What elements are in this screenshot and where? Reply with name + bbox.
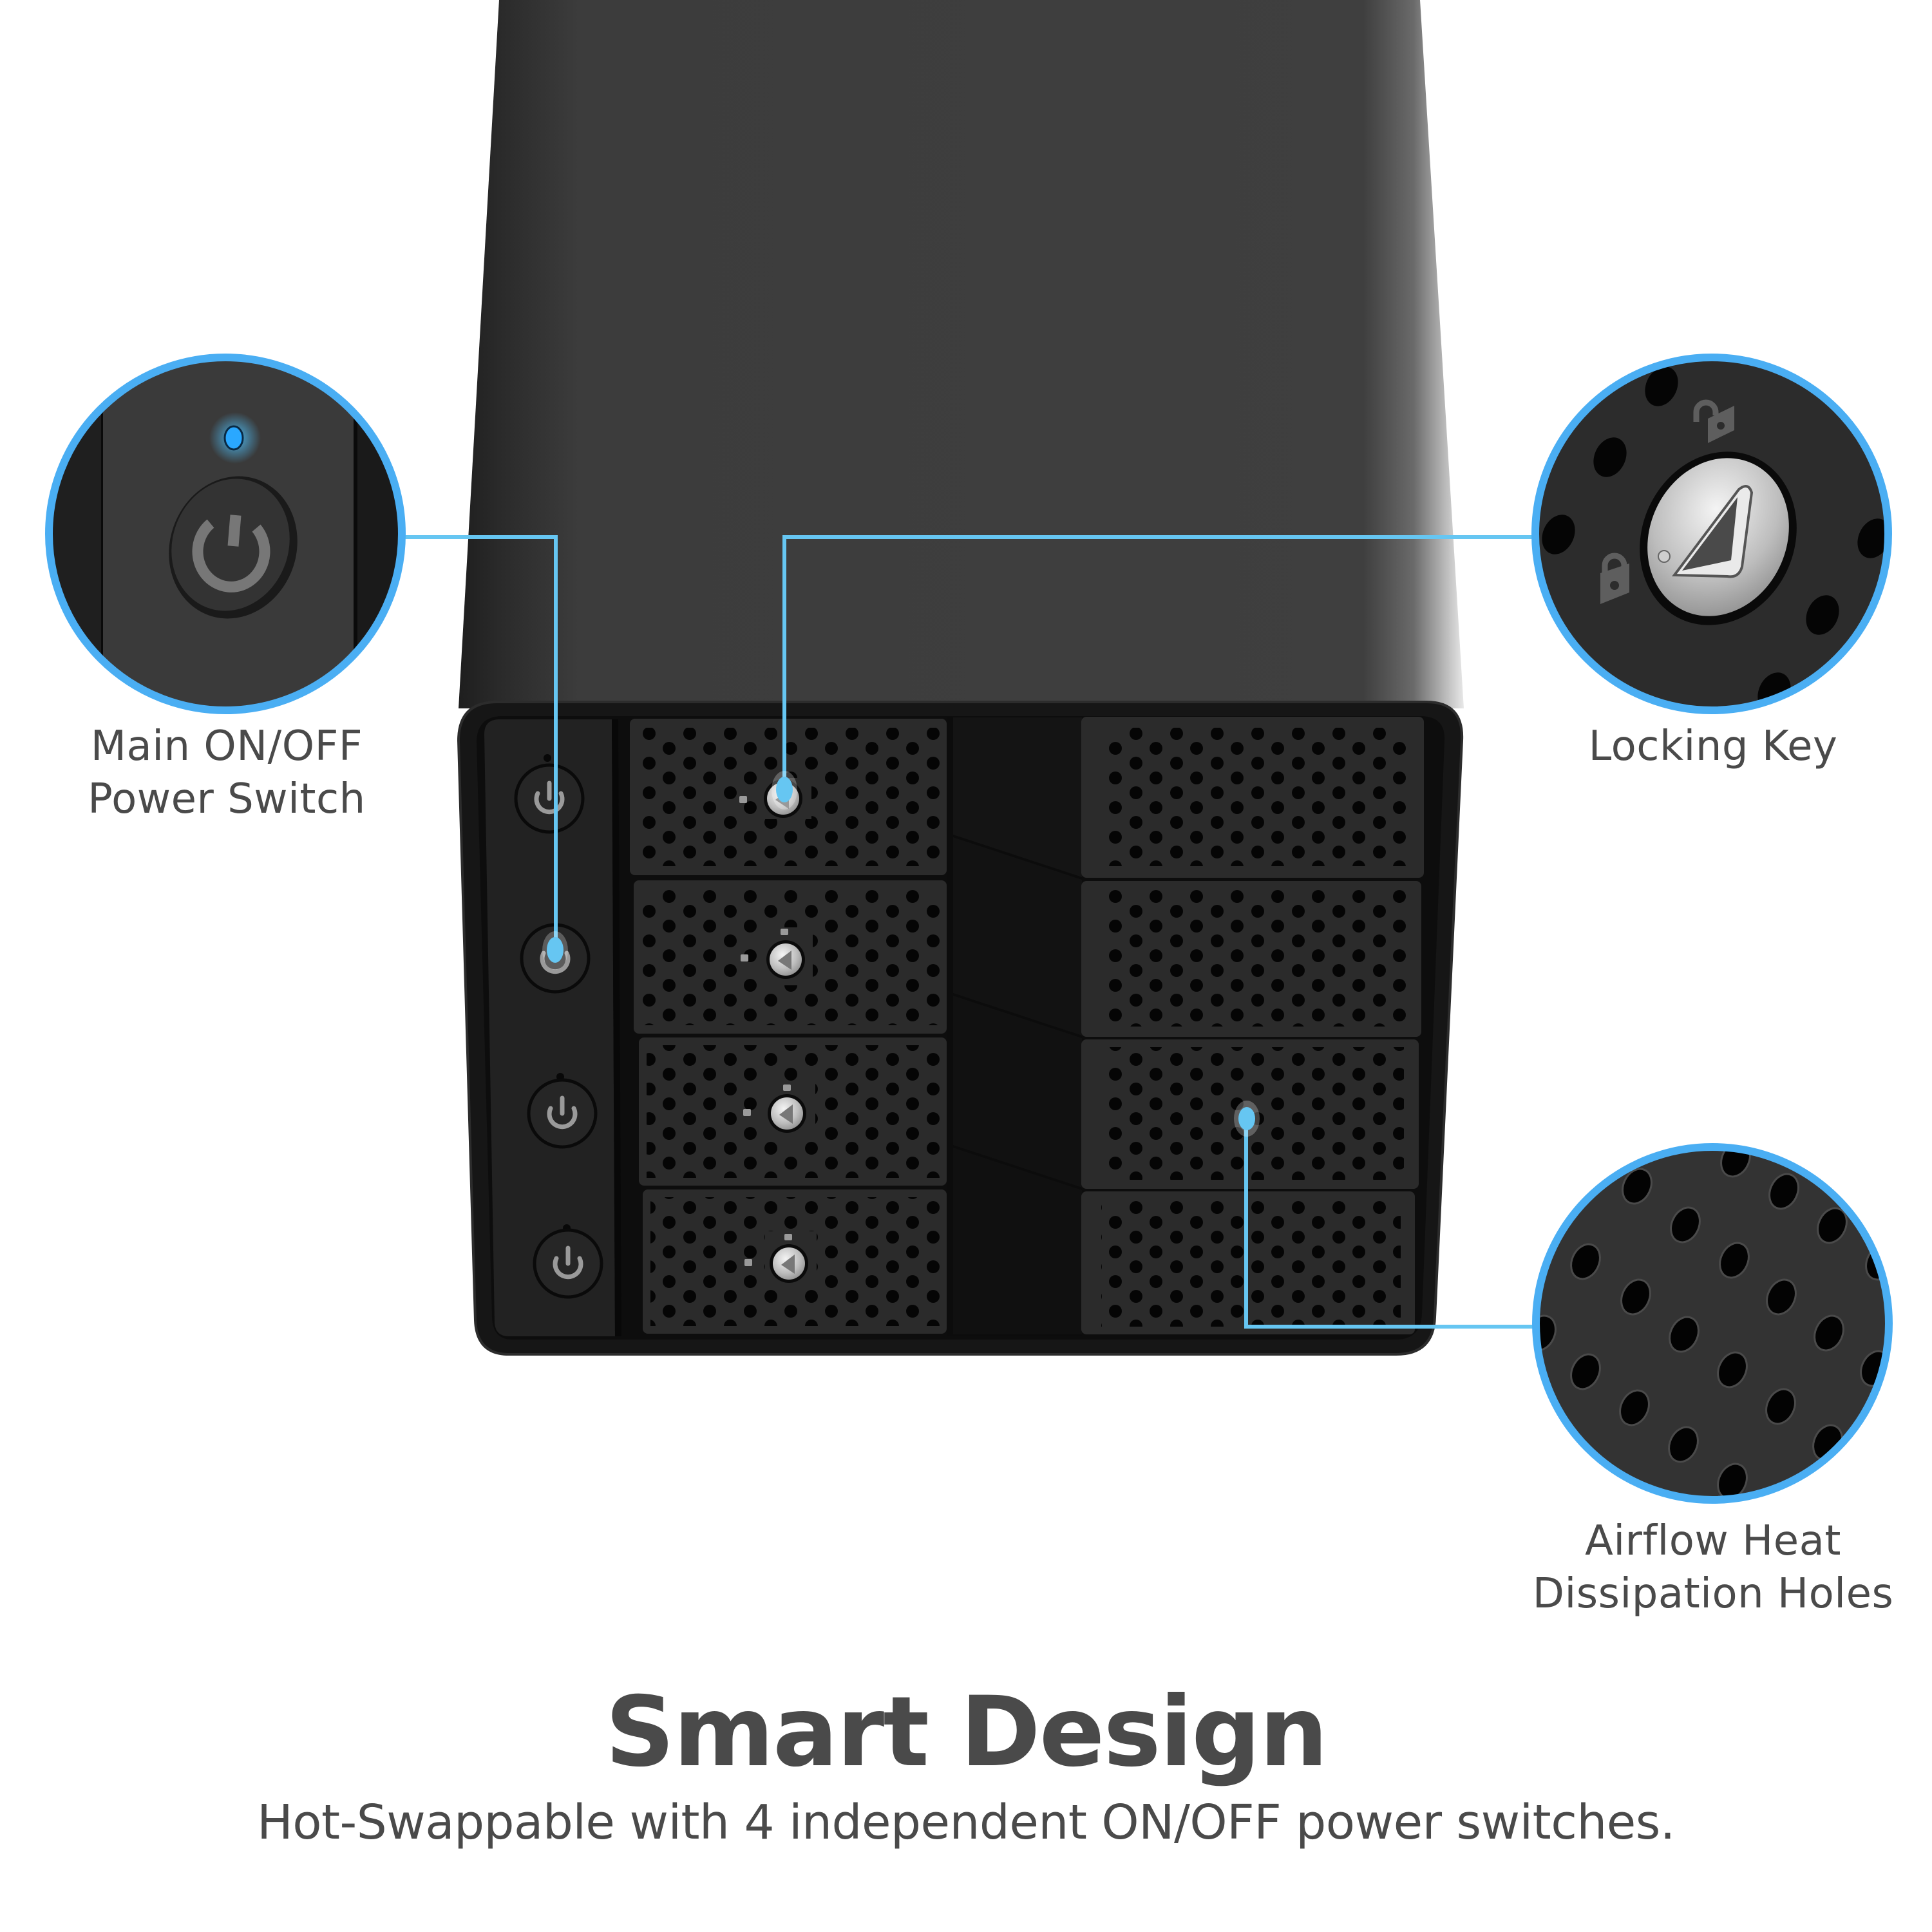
led-indicator	[223, 425, 244, 451]
bay-locks	[739, 778, 817, 1289]
callout-label-power: Main ON/OFF Power Switch	[33, 720, 420, 826]
power-button-3[interactable]	[527, 1073, 598, 1149]
headline-title: Smart Design	[605, 1676, 1329, 1788]
drive-bay-right-2[interactable]	[1081, 881, 1421, 1037]
callout-circle-airflow	[1532, 1143, 1893, 1504]
callout-label-line: Main ON/OFF	[90, 723, 363, 770]
callout-label-line: Locking Key	[1588, 723, 1838, 770]
callout-dots	[542, 771, 1260, 1137]
callout-lines	[404, 535, 1533, 1329]
power-button-4[interactable]	[533, 1224, 603, 1299]
callout-label-lock: Locking Key	[1520, 720, 1906, 773]
bay-lock-4[interactable]	[744, 1231, 817, 1289]
power-icon	[192, 515, 270, 592]
drive-bay-left-4[interactable]	[643, 1189, 947, 1334]
callout-circle-lock	[1531, 354, 1892, 714]
lock-icon	[1600, 553, 1629, 604]
callout-label-line: Power Switch	[88, 775, 366, 823]
callout-line-airflow	[1244, 1119, 1533, 1329]
callout-line-power	[404, 535, 558, 952]
drive-bay-right-1[interactable]	[1081, 717, 1424, 878]
bay-divider	[947, 717, 1082, 1336]
callout-label-airflow: Airflow Heat Dissipation Holes	[1488, 1515, 1932, 1620]
headline-subtitle: Hot-Swappable with 4 independent ON/OFF …	[257, 1795, 1675, 1850]
callout-circle-power	[45, 354, 406, 714]
bay-lock-2[interactable]	[741, 927, 813, 985]
callout-label-line: Airflow Heat	[1585, 1517, 1841, 1565]
vent-holes-icon	[1537, 1148, 1888, 1499]
right-drive-bays	[1081, 717, 1424, 1334]
callout-label-line: Dissipation Holes	[1532, 1570, 1894, 1618]
callout-line-lock	[782, 535, 1533, 790]
enclosure-body	[459, 0, 1464, 708]
main-power-button[interactable]	[149, 458, 317, 637]
power-button-1[interactable]	[514, 754, 585, 834]
key-lock-icon	[1640, 451, 1797, 625]
bay-lock-3[interactable]	[743, 1082, 815, 1140]
power-strip	[484, 719, 621, 1337]
unlock-icon	[1693, 399, 1734, 443]
